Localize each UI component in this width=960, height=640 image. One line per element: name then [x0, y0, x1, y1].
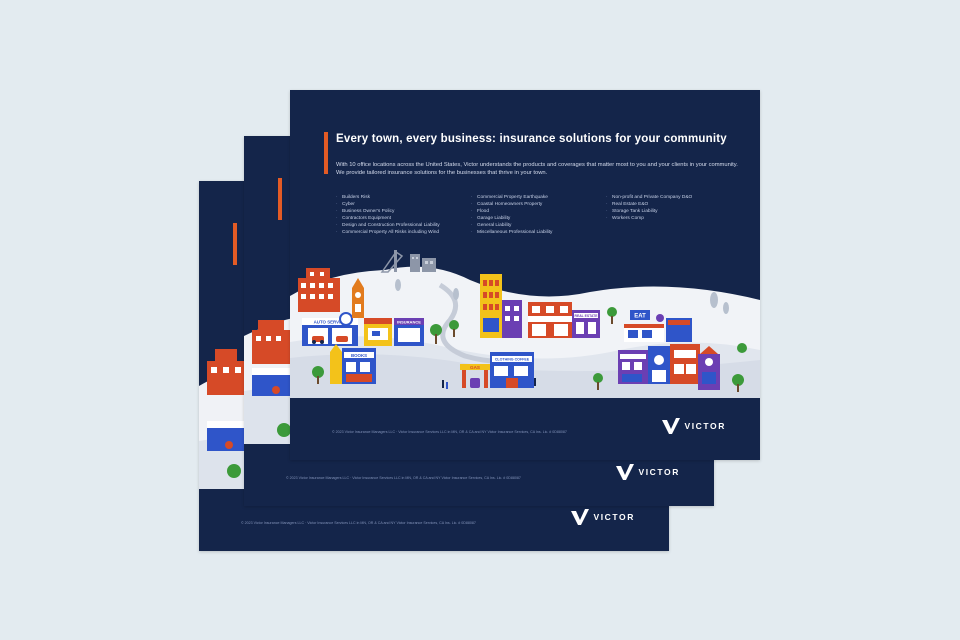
brochure-sheet-front: Every town, every business: insurance so… [290, 90, 760, 460]
books-sign: BOOKS [351, 353, 367, 358]
coverage-item: Commercial Property All Risks including … [336, 229, 440, 236]
coverage-list-1: Builders Risk Cyber Business Owner's Pol… [336, 194, 440, 237]
insurance-sign: INSURANCE [397, 320, 421, 325]
victor-logo: VICTOR [570, 508, 635, 526]
coverage-item: General Liability [471, 222, 552, 229]
brochure-title: Every town, every business: insurance so… [336, 133, 727, 145]
logo-wordmark: VICTOR [638, 467, 680, 477]
logo-wordmark: VICTOR [593, 512, 635, 522]
legal-text: © 2023 Victor Insurance Managers LLC · V… [332, 430, 567, 434]
coverage-item: Business Owner's Policy [336, 208, 440, 215]
coverage-item: Contractors Equipment [336, 215, 440, 222]
coverage-item: Storage Tank Liability [606, 208, 692, 215]
sheet-footer: © 2023 Victor Insurance Managers LLC · V… [290, 398, 760, 460]
victor-v-logo-icon [571, 509, 590, 525]
coverage-item: Cyber [336, 201, 440, 208]
coverage-item: Miscellaneous Professional Liability [471, 229, 552, 236]
legal-text: © 2023 Victor Insurance Managers LLC · V… [286, 476, 521, 480]
logo-wordmark: VICTOR [684, 421, 726, 431]
coverage-item: Coastal Homeowners Property [471, 201, 552, 208]
victor-logo: VICTOR [615, 463, 680, 481]
town-illustration: AUTO SERVICE INSURANCE [290, 250, 760, 400]
coverage-item: Non-profit and Private Company D&O [606, 194, 692, 201]
clothing-coffee-sign: CLOTHING COFFEE [495, 358, 530, 362]
brochure-intro: With 10 office locations across the Unit… [336, 162, 738, 177]
coverage-list-3: Non-profit and Private Company D&O Real … [606, 194, 692, 222]
title-accent-bar [324, 132, 328, 174]
title-accent-bar [233, 223, 237, 265]
victor-v-logo-icon [616, 464, 635, 480]
legal-text: © 2023 Victor Insurance Managers LLC · V… [241, 521, 476, 525]
coverage-item: Builders Risk [336, 194, 440, 201]
coverage-item: Real Estate E&O [606, 201, 692, 208]
coverage-item: Design and Construction Professional Lia… [336, 222, 440, 229]
coverage-item: Flood [471, 208, 552, 215]
auto-service-sign: AUTO SERVICE [314, 320, 347, 325]
real-estate-sign: REAL ESTATE [575, 314, 599, 318]
coverage-list-2: Commercial Property Earthquake Coastal H… [471, 194, 552, 237]
victor-logo: VICTOR [661, 417, 726, 435]
coverage-item: Commercial Property Earthquake [471, 194, 552, 201]
coverage-item: Workers Comp [606, 215, 692, 222]
victor-v-logo-icon [662, 418, 681, 434]
coverage-item: Garage Liability [471, 215, 552, 222]
gas-sign: GAS [470, 365, 480, 370]
eat-sign: EAT [634, 314, 646, 320]
title-accent-bar [278, 178, 282, 220]
